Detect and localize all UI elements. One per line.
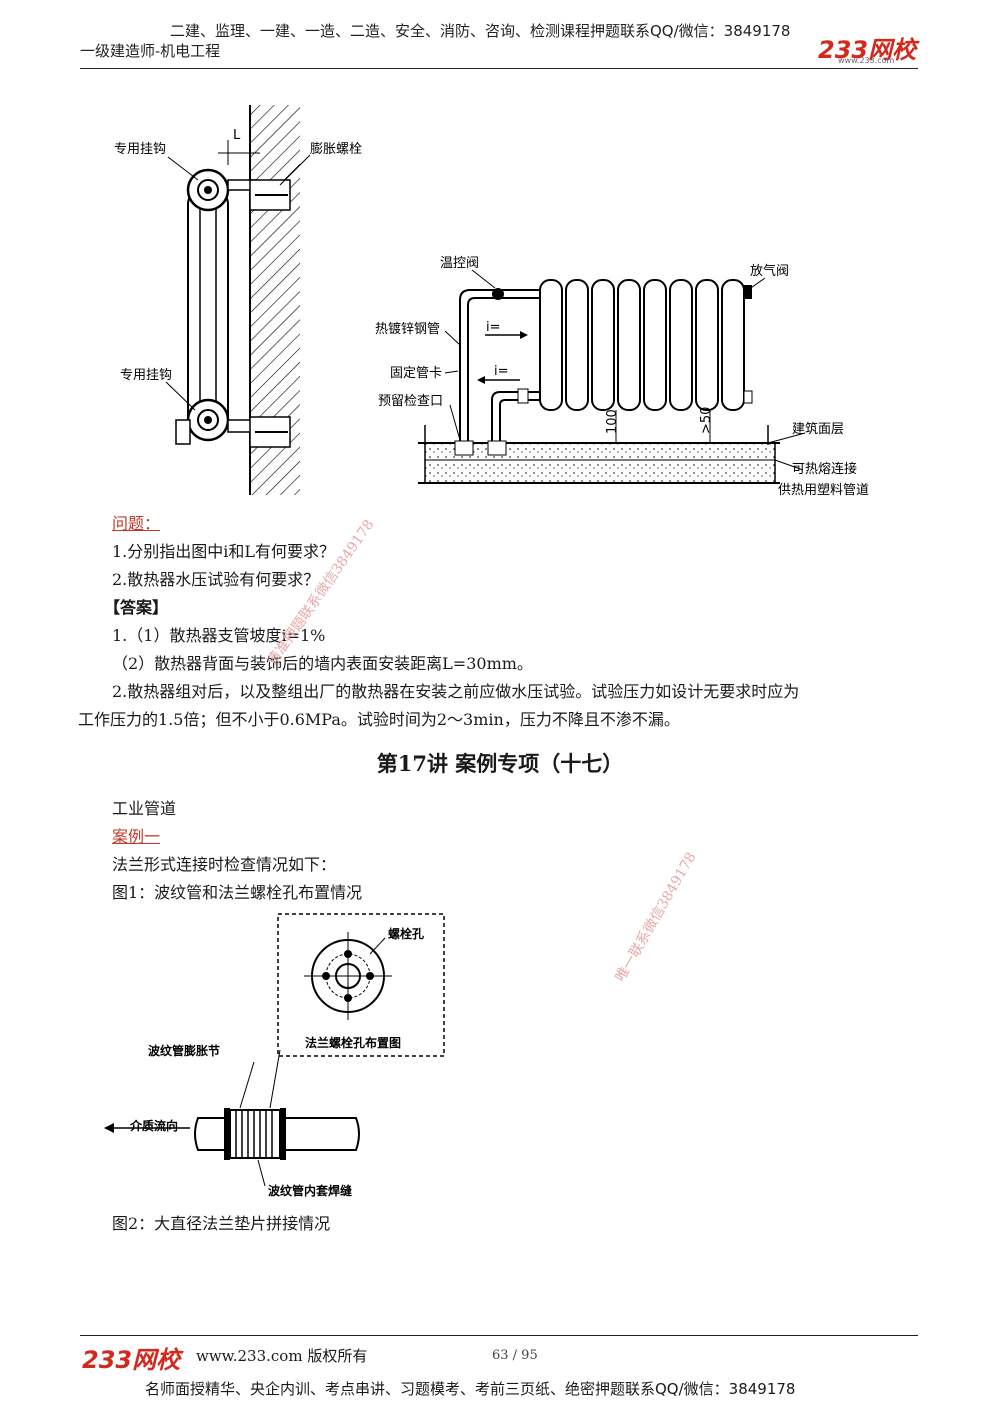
- label-bellows: 波纹管膨胀节: [148, 1043, 220, 1058]
- question-heading: 问题：: [112, 514, 161, 533]
- label-weld: 波纹管内套焊缝: [268, 1183, 352, 1198]
- figure2-caption: 图2：大直径法兰垫片拼接情况: [112, 1214, 331, 1233]
- header-logo: 233网校: [818, 36, 917, 64]
- page-number: 63 / 95: [492, 1348, 538, 1363]
- label-floor: 建筑面层: [792, 421, 844, 437]
- footer-rule: [80, 1335, 918, 1336]
- section-topic: 工业管道: [112, 799, 177, 818]
- label-i2: i=: [494, 364, 509, 379]
- label-hook-bottom: 专用挂钩: [120, 368, 172, 383]
- label-layout: 法兰螺栓孔布置图: [305, 1035, 401, 1050]
- case-heading: 案例一: [112, 827, 161, 846]
- question-1: 1.分别指出图中i和L有何要求？: [112, 542, 336, 561]
- answer-2: （2）散热器背面与装饰后的墙内表面安装距离L=30mm。: [112, 654, 533, 673]
- label-dim50: >50: [699, 407, 714, 434]
- label-bolt-hole: 螺栓孔: [388, 926, 424, 941]
- watermark-2: 唯一联系微信3849178: [612, 849, 700, 985]
- label-hot-melt: 可热熔连接: [792, 461, 857, 477]
- header-logo-url: www.233.com: [838, 56, 895, 65]
- bellows-flange-diagram: 螺栓孔 法兰螺栓孔布置图 波纹管膨胀节 介质流向 波纹管内套焊缝: [104, 913, 445, 1198]
- answer-heading: 【答案】: [104, 598, 169, 617]
- label-dim100: 100: [605, 409, 620, 434]
- answer-3-line1: 2.散热器组对后，以及整组出厂的散热器在安装之前应做水压试验。试验压力如设计无要…: [112, 682, 800, 701]
- question-2: 2.散热器水压试验有何要求？: [112, 570, 320, 589]
- radiator-front-view: [418, 279, 780, 484]
- label-L: L: [233, 128, 241, 143]
- label-plastic-pipe: 供热用塑料管道: [778, 483, 869, 498]
- bellows-pipe: [104, 1049, 360, 1187]
- header-subtitle: 一级建造师-机电工程: [80, 42, 221, 60]
- label-flow: 介质流向: [129, 1118, 178, 1133]
- label-inspection: 预留检查口: [378, 394, 443, 409]
- header-rule: [80, 68, 918, 69]
- label-hook-top: 专用挂钩: [114, 142, 166, 157]
- footer-logo: 233网校: [82, 1346, 181, 1374]
- lecture-title: 第17讲 案例专项（十七）: [376, 751, 624, 776]
- footer-promo: 名师面授精华、央企内训、考点串讲、习题模考、考前三页纸、绝密押题联系QQ/微信：…: [145, 1380, 796, 1398]
- footer-url: www.233.com 版权所有: [196, 1347, 368, 1365]
- label-thermo-valve: 温控阀: [440, 256, 479, 271]
- radiator-diagram: L 专用挂钩 膨胀螺栓 专用挂钩: [114, 105, 869, 498]
- label-bolt: 膨胀螺栓: [310, 142, 362, 157]
- figure1-caption: 图1：波纹管和法兰螺栓孔布置情况: [112, 883, 363, 902]
- label-pipe: 热镀锌钢管: [375, 321, 440, 337]
- label-i1: i=: [486, 320, 501, 335]
- label-clamp: 固定管卡: [390, 366, 442, 381]
- label-vent-valve: 放气阀: [750, 263, 789, 279]
- header-promo: 二建、监理、一建、一造、二造、安全、消防、咨询、检测课程押题联系QQ/微信：38…: [170, 22, 791, 40]
- answer-3-line2: 工作压力的1.5倍；但不小于0.6MPa。试验时间为2～3min，压力不降且不渗…: [78, 710, 680, 729]
- section-intro: 法兰形式连接时检查情况如下：: [112, 855, 337, 874]
- answer-1: 1.（1）散热器支管坡度i=1%: [112, 626, 326, 645]
- flange-bolt-layout: [304, 932, 392, 1020]
